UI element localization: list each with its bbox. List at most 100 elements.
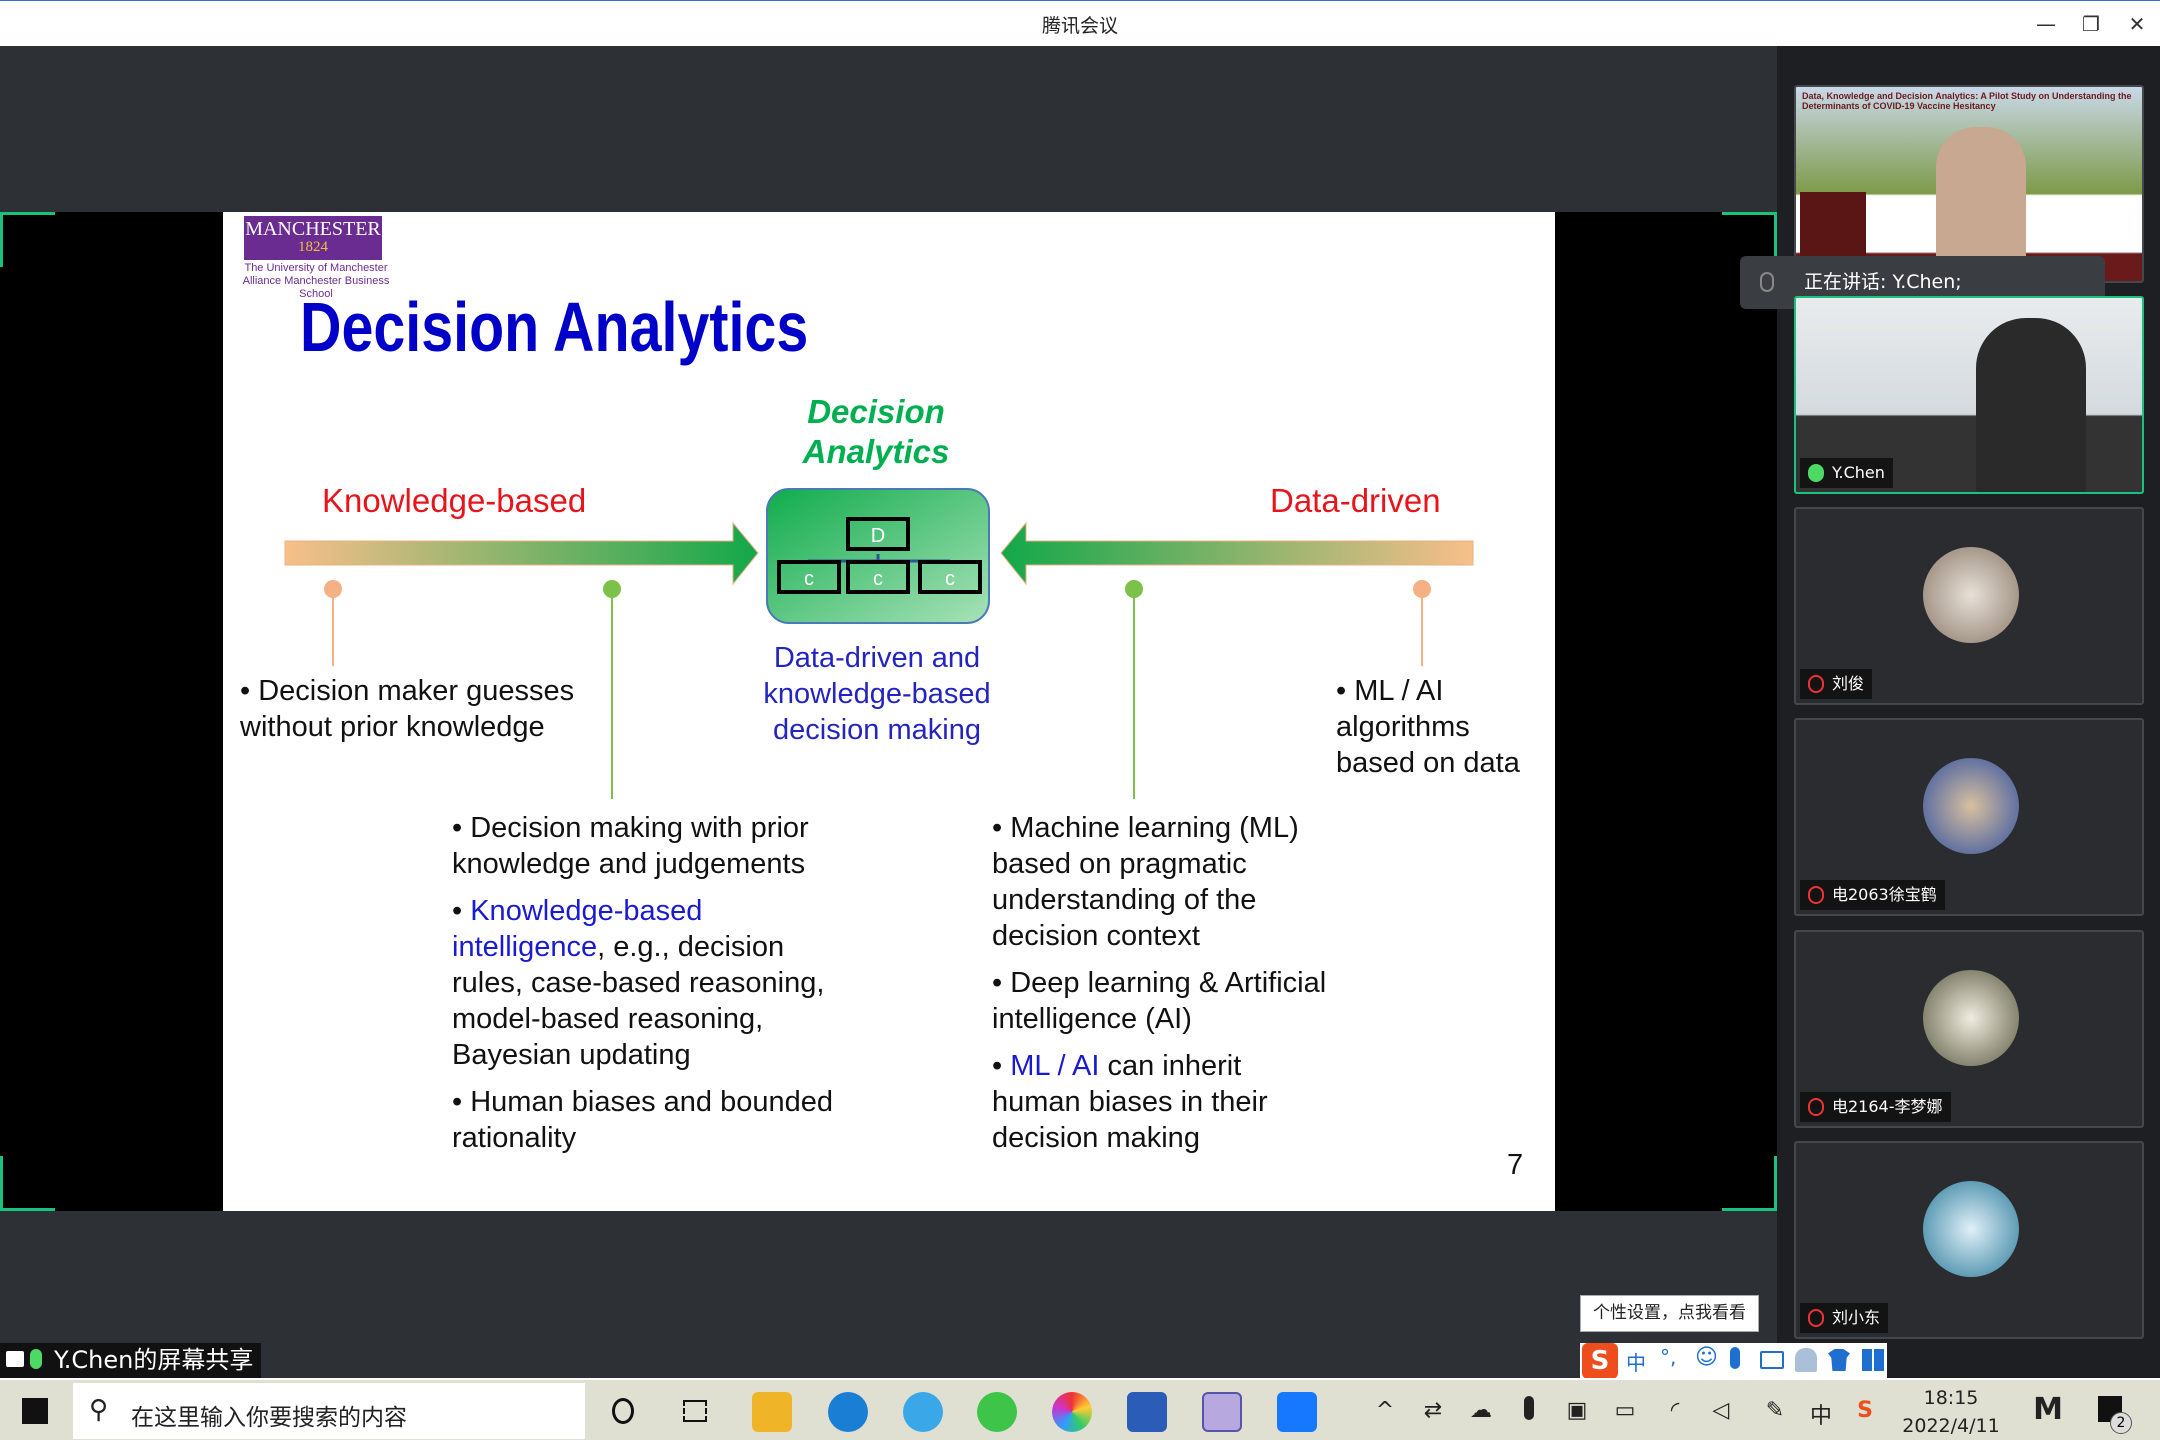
mid-right-text: • Machine learning (ML) based on pragmat… [992,810,1332,1167]
left-arrow [284,521,759,586]
ime-tray[interactable]: 中 [1809,1404,1832,1429]
app-tray-icon[interactable]: M [2033,1392,2063,1427]
search-icon: ⚲ [89,1395,109,1425]
presenter-video [1936,127,2026,281]
cortana-icon[interactable] [612,1398,634,1424]
share-label-text: Y.Chen的屏幕共享 [54,1346,254,1374]
marker-dot [1413,580,1431,598]
slide-title: Decision Analytics [300,288,809,366]
node-c-label: c [804,568,814,590]
close-button[interactable]: ✕ [2128,12,2146,36]
keyboard-icon[interactable] [1760,1351,1784,1369]
voice-icon[interactable] [1730,1347,1740,1369]
right-arrow [1000,521,1474,586]
avatar [1923,970,2019,1066]
sogou-tray-icon[interactable]: S [1857,1398,1873,1423]
participant-video [1976,318,2086,492]
mic-icon [1808,464,1824,482]
muted-mic-icon [1808,1309,1824,1327]
ie-icon[interactable] [903,1392,943,1432]
corner-marker [0,1156,55,1211]
wechat-icon[interactable] [977,1392,1017,1432]
video-tile[interactable]: 刘小东 [1794,1141,2144,1339]
tray-icon[interactable]: ⇄ [1423,1398,1443,1423]
corner-marker [0,212,55,267]
marker-dot [324,580,342,598]
node-d [846,517,910,551]
diagram-graphics: D c c c [284,488,1474,799]
onedrive-icon[interactable]: ☁ [1470,1398,1492,1423]
speaking-text: 正在讲话: Y.Chen; [1804,271,1962,293]
minimize-button[interactable]: — [2036,12,2056,36]
app-icon[interactable] [1202,1392,1242,1432]
center-title-line1: Decision [807,393,945,430]
wifi-icon[interactable]: ◜ [1670,1398,1680,1423]
node-c [846,560,910,594]
search-box[interactable]: ⚲ 在这里输入你要搜索的内容 [73,1383,585,1439]
ime-mode[interactable]: 中 [1626,1351,1646,1375]
bullet: • Knowledge-based intelligence, e.g., de… [452,895,825,1071]
tencent-meeting-icon[interactable] [1277,1392,1317,1432]
video-tile-slide[interactable]: Data, Knowledge and Decision Analytics: … [1794,85,2144,283]
sogou-icon[interactable]: S [1582,1343,1618,1379]
windows-start-icon[interactable] [22,1398,48,1424]
marker-dot [1125,580,1143,598]
caption-line: decision making [773,714,981,746]
task-view-icon[interactable] [683,1400,707,1422]
corner-marker [1722,212,1777,267]
skin-icon[interactable] [1828,1349,1850,1371]
node-d-label: D [871,525,885,547]
video-tile[interactable]: 电2063徐宝鹤 [1794,718,2144,916]
volume-icon[interactable]: ◁ [1712,1398,1730,1423]
knowledge-based-label: Knowledge-based [322,482,587,519]
search-placeholder: 在这里输入你要搜索的内容 [131,1405,407,1431]
video-tile[interactable]: Y.Chen [1794,296,2144,494]
file-explorer-icon[interactable] [752,1392,792,1432]
page-number: 7 [1507,1149,1524,1181]
battery-icon[interactable]: ▭ [1614,1398,1636,1423]
title-bar: 腾讯会议 — ❐ ✕ [0,0,2160,46]
thumbnail-slide-title: Data, Knowledge and Decision Analytics: … [1802,91,2132,111]
logo-sub2: Alliance Manchester Business School [242,275,390,300]
avatar [1923,1181,2019,1277]
bullet: • Human biases and bounded rationality [452,1086,833,1154]
bullet: • ML / AI can inherit human biases in th… [992,1050,1268,1154]
muted-mic-icon [1760,272,1774,292]
node-c-label: c [945,568,955,590]
edge-icon[interactable] [828,1392,868,1432]
muted-mic-icon [1808,886,1824,904]
mic-tray-icon[interactable] [1524,1396,1534,1420]
ime-tooltip[interactable]: 个性设置，点我看看 [1580,1295,1759,1332]
avatar [1923,547,2019,643]
user-icon[interactable] [1795,1348,1817,1372]
data-driven-label: Data-driven [1270,482,1441,519]
toolbox-icon[interactable] [1862,1349,1884,1371]
avatar [1923,758,2019,854]
school-logo [1800,192,1866,262]
punctuation-icon[interactable]: °, [1660,1345,1677,1369]
participant-name: 电2063徐宝鹤 [1800,880,1945,910]
video-tile[interactable]: 电2164-李梦娜 [1794,930,2144,1128]
corner-marker [1722,1156,1777,1211]
word-icon[interactable] [1127,1392,1167,1432]
ime-toolbar: S 中 °, ☺ [1580,1343,1887,1379]
marker-dot [603,580,621,598]
chrome-like-icon[interactable] [1052,1392,1092,1432]
emoji-icon[interactable]: ☺ [1695,1345,1718,1370]
pen-icon[interactable]: ✎ [1765,1398,1785,1423]
display-icon[interactable]: ▣ [1566,1398,1588,1423]
muted-mic-icon [1808,675,1824,693]
restore-button[interactable]: ❐ [2082,12,2100,36]
video-tile[interactable]: 刘俊 [1794,507,2144,705]
right-text: • ML / AI algorithms based on data [1336,675,1520,779]
show-hidden-icons[interactable]: ^ [1375,1398,1395,1423]
highlight-text: ML / AI [1010,1050,1100,1082]
participant-name: 刘小东 [1800,1303,1889,1333]
bullet: • Decision making with prior knowledge a… [452,812,809,880]
muted-mic-icon [1808,1098,1824,1116]
bullet: • Deep learning & Artificial intelligenc… [992,967,1327,1035]
